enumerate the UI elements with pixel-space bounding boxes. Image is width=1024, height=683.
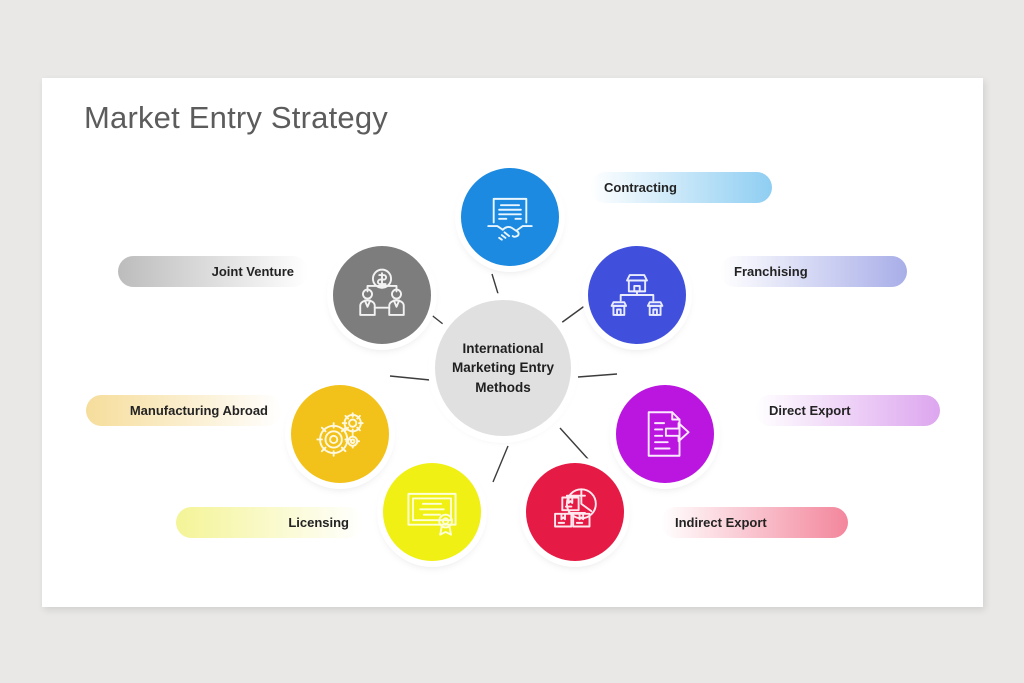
pill-franchising[interactable]: Franchising <box>720 256 907 287</box>
pill-direct-export[interactable]: Direct Export <box>755 395 940 426</box>
node-indirect-export[interactable] <box>526 463 624 561</box>
market-entry-diagram: Contracting Franchising Direct Export In… <box>42 78 983 607</box>
connector-direct-export <box>577 373 618 378</box>
pill-indirect-export[interactable]: Indirect Export <box>661 507 848 538</box>
node-contracting[interactable] <box>461 168 559 266</box>
hub-node[interactable]: International Marketing Entry Methods <box>435 300 571 436</box>
connector-indirect-export <box>559 427 589 460</box>
pill-label-licensing: Licensing <box>288 515 349 530</box>
pill-label-franchising: Franchising <box>734 264 808 279</box>
pill-manufacturing-abroad[interactable]: Manufacturing Abroad <box>86 395 282 426</box>
gears-icon <box>316 412 364 457</box>
node-licensing[interactable] <box>383 463 481 561</box>
partners-money-icon <box>359 268 405 316</box>
node-franchising[interactable] <box>588 246 686 344</box>
franchise-stores-icon <box>610 274 664 316</box>
pill-label-indirect-export: Indirect Export <box>675 515 767 530</box>
certificate-seal-icon <box>407 492 457 536</box>
pill-label-direct-export: Direct Export <box>769 403 851 418</box>
pill-contracting[interactable]: Contracting <box>590 172 772 203</box>
slide-card: Market Entry Strategy Contracting <box>42 78 983 607</box>
pill-label-manufacturing-abroad: Manufacturing Abroad <box>129 403 268 418</box>
connector-manufacturing-abroad <box>389 375 431 381</box>
hub-label: International Marketing Entry Methods <box>451 341 555 395</box>
page-title: Market Entry Strategy <box>84 100 388 135</box>
boxes-globe-icon <box>554 488 597 528</box>
node-direct-export[interactable] <box>616 385 714 483</box>
document-export-arrow-icon <box>647 411 690 457</box>
connector-franchising <box>556 301 591 327</box>
pill-label-contracting: Contracting <box>604 180 677 195</box>
pill-joint-venture[interactable]: Joint Venture <box>118 256 308 287</box>
pill-label-joint-venture: Joint Venture <box>211 264 294 279</box>
node-joint-venture[interactable] <box>333 246 431 344</box>
node-manufacturing-abroad[interactable] <box>291 385 389 483</box>
connector-licensing <box>492 445 509 483</box>
contract-handshake-icon <box>487 197 533 241</box>
pill-licensing[interactable]: Licensing <box>176 507 363 538</box>
